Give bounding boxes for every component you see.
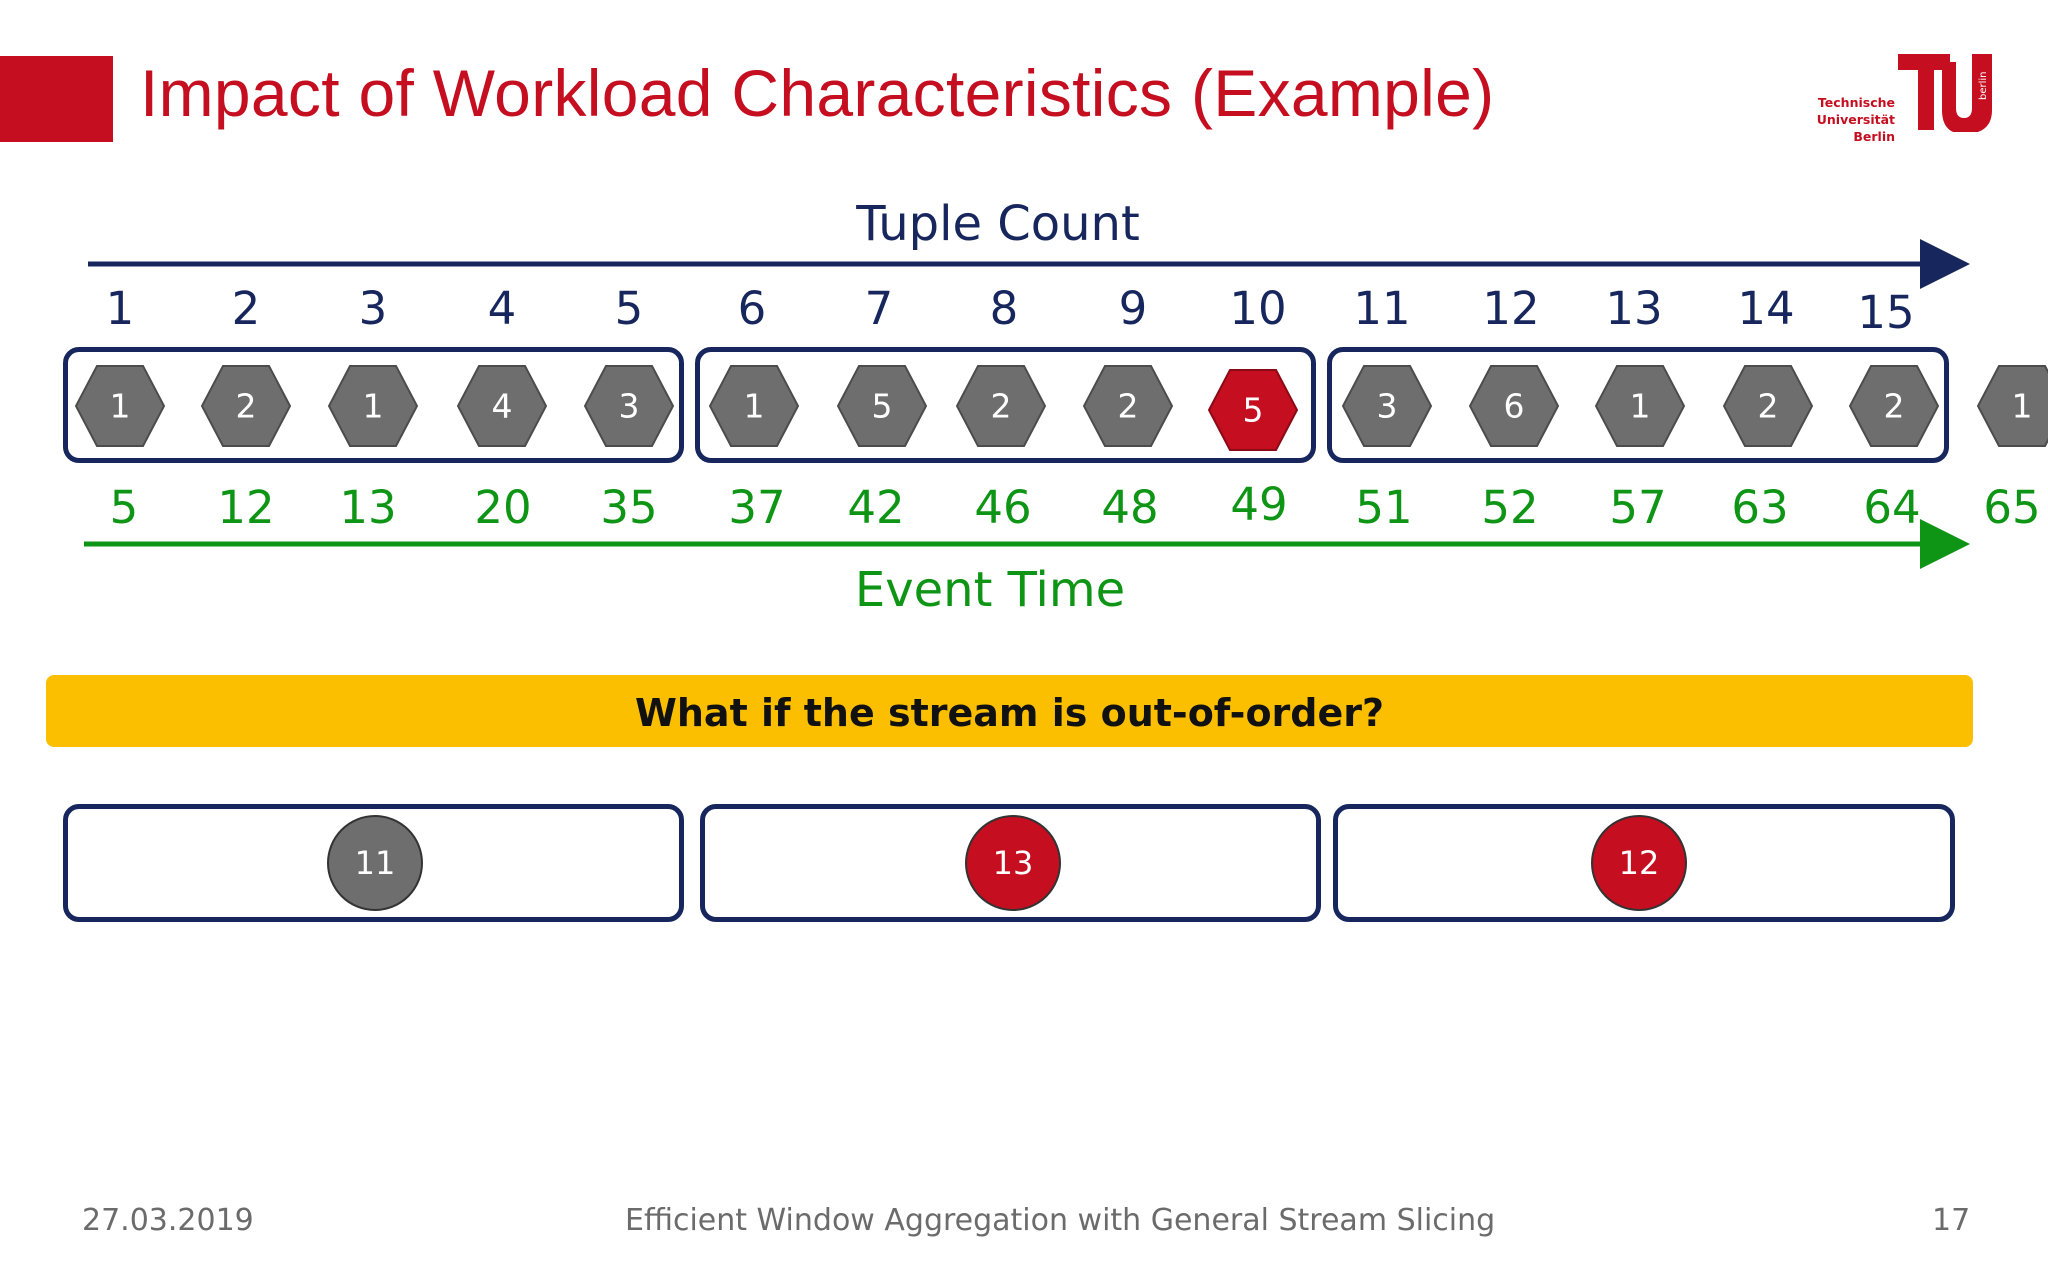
tuple-hexagon — [456, 365, 548, 447]
tuple-count-label: Tuple Count — [856, 196, 1140, 252]
tuple-count-tick: 2 — [231, 282, 261, 335]
tuple-count-tick: 1 — [105, 282, 135, 335]
tuple-hexagon-highlighted — [1207, 369, 1299, 451]
tuple-value-label: 1 — [1629, 386, 1651, 426]
tuple-value-label: 1 — [2011, 386, 2033, 426]
logo-side-text: berlin — [1978, 71, 1989, 100]
tuple-hexagon — [955, 365, 1047, 447]
tuple-value-label: 1 — [743, 386, 765, 426]
tuple-hexagon — [1594, 365, 1686, 447]
event-time-tick: 35 — [600, 481, 658, 534]
tuple-count-tick: 5 — [614, 282, 644, 335]
tuple-count-tick: 6 — [737, 282, 767, 335]
tuple-value-label: 5 — [1242, 390, 1264, 430]
tuple-value-label: 2 — [235, 386, 257, 426]
tuple-value-label: 5 — [871, 386, 893, 426]
event-time-tick: 12 — [217, 481, 275, 534]
slide-title: Impact of Workload Characteristics (Exam… — [140, 56, 1495, 130]
tuple-value-label: 1 — [362, 386, 384, 426]
event-time-tick: 51 — [1355, 481, 1413, 534]
window-box-3 — [1327, 347, 1949, 463]
event-time-tick: 52 — [1481, 481, 1539, 534]
tuple-count-tick: 8 — [989, 282, 1019, 335]
tuple-hexagon — [74, 365, 166, 447]
title-accent-bar — [0, 56, 113, 142]
tuple-hexagon — [1468, 365, 1560, 447]
tuple-hexagon — [836, 365, 928, 447]
tuple-hexagon — [1722, 365, 1814, 447]
tuple-hexagon — [1341, 365, 1433, 447]
event-time-label: Event Time — [854, 562, 1126, 618]
logo-line-3: Berlin — [1853, 129, 1895, 144]
event-time-tick: 49 — [1230, 478, 1288, 531]
tuple-count-tick: 15 — [1857, 286, 1915, 339]
tuple-count-tick: 7 — [864, 282, 894, 335]
result-window-2 — [700, 804, 1321, 922]
logo-text: Technische Universität Berlin — [1817, 94, 1895, 145]
tuple-value-label: 2 — [990, 386, 1012, 426]
tuple-value-label: 3 — [1376, 386, 1398, 426]
tuple-count-tick: 11 — [1353, 282, 1411, 335]
window-result-circle: 13 — [965, 815, 1061, 911]
tuple-value-label: 1 — [109, 386, 131, 426]
tuple-value-label: 4 — [491, 386, 513, 426]
tuple-hexagon — [1976, 365, 2048, 447]
event-time-tick: 65 — [1983, 481, 2041, 534]
tuple-value-label: 2 — [1117, 386, 1139, 426]
tuple-hexagon — [327, 365, 419, 447]
event-time-tick: 48 — [1101, 481, 1159, 534]
result-window-1 — [63, 804, 684, 922]
tuple-value-label: 6 — [1503, 386, 1525, 426]
event-time-tick: 13 — [339, 481, 397, 534]
event-time-tick: 63 — [1731, 481, 1789, 534]
window-result-circle: 12 — [1591, 815, 1687, 911]
tu-logo-mark: berlin — [1898, 54, 1992, 132]
tu-berlin-logo: Technische Universität Berlin berlin — [1817, 52, 2000, 147]
tuple-hexagon — [1848, 365, 1940, 447]
result-window-3 — [1333, 804, 1955, 922]
tuple-count-tick: 10 — [1229, 282, 1287, 335]
banner-text: What if the stream is out-of-order? — [634, 691, 1385, 735]
tuple-count-tick: 9 — [1118, 282, 1148, 335]
logo-line-1: Technische — [1817, 95, 1895, 110]
logo-line-2: Universität — [1816, 112, 1895, 127]
tuple-hexagon — [583, 365, 675, 447]
event-time-tick: 5 — [109, 481, 139, 534]
footer-page-number: 17 — [1932, 1203, 1971, 1238]
tuple-count-tick: 3 — [358, 282, 388, 335]
tuple-hexagon — [1082, 365, 1174, 447]
tuple-value-label: 2 — [1757, 386, 1779, 426]
stream-diagram — [84, 239, 1970, 569]
event-time-tick: 46 — [974, 481, 1032, 534]
window-result-circle: 11 — [327, 815, 423, 911]
tuple-hexagon — [200, 365, 292, 447]
tuple-value-label: 2 — [1883, 386, 1905, 426]
footer-title: Efficient Window Aggregation with Genera… — [625, 1203, 1496, 1238]
tuple-count-tick: 12 — [1482, 282, 1540, 335]
event-time-tick: 64 — [1863, 481, 1921, 534]
event-time-tick: 57 — [1609, 481, 1667, 534]
tuple-value-label: 3 — [618, 386, 640, 426]
tuple-count-tick: 13 — [1605, 282, 1663, 335]
window-box-2 — [695, 347, 1316, 463]
window-box-1 — [63, 347, 684, 463]
tuple-count-tick: 4 — [487, 282, 517, 335]
tuple-count-tick: 14 — [1737, 282, 1795, 335]
out-of-order-banner: What if the stream is out-of-order? — [46, 675, 1973, 747]
event-time-tick: 37 — [728, 481, 786, 534]
event-time-tick: 20 — [474, 481, 532, 534]
tuple-hexagon — [708, 365, 800, 447]
event-time-tick: 42 — [847, 481, 905, 534]
footer-date: 27.03.2019 — [82, 1203, 254, 1238]
